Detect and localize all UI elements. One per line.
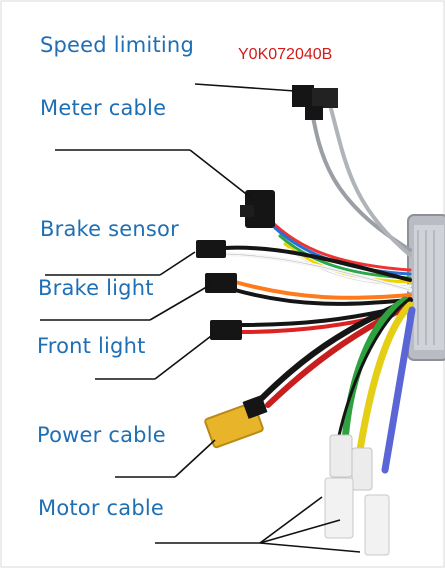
leader-lines bbox=[40, 83, 361, 553]
label-power-cable: Power cable bbox=[37, 423, 166, 447]
label-brake-sensor: Brake sensor bbox=[40, 217, 179, 241]
display-connector bbox=[240, 190, 275, 228]
product-code: Y0K072040B bbox=[238, 46, 333, 63]
label-motor-cable: Motor cable bbox=[38, 496, 165, 520]
motor-connectors bbox=[324, 434, 390, 556]
front-light-connector bbox=[210, 320, 242, 340]
wire-bundle bbox=[223, 98, 416, 474]
label-brake-light: Brake light bbox=[38, 276, 154, 300]
label-front-light: Front light bbox=[37, 334, 146, 358]
power-xt60-connector bbox=[204, 395, 268, 449]
brake-light-connector bbox=[205, 273, 237, 293]
brake-sensor-connector bbox=[196, 240, 226, 258]
label-meter-cable: Meter cable bbox=[40, 96, 167, 120]
label-speed-limiting: Speed limiting bbox=[40, 33, 194, 57]
controller-box bbox=[407, 214, 445, 361]
meter-connector bbox=[292, 85, 338, 120]
